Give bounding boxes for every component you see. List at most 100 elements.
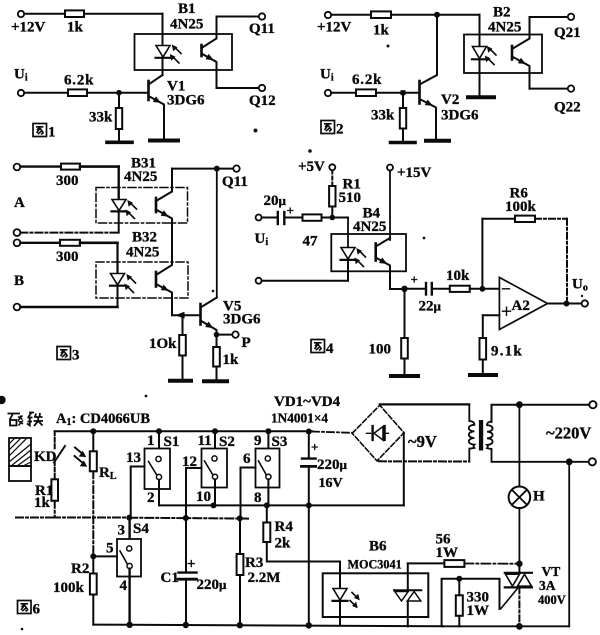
svg-text:V5: V5 [223,299,241,315]
svg-text:3DG6: 3DG6 [223,312,261,328]
svg-text:220μ: 220μ [197,577,228,593]
svg-text:A1: CD4066UB: A1: CD4066UB [56,411,150,428]
svg-text:B4: B4 [363,206,381,222]
svg-text:S3: S3 [272,434,288,450]
svg-text:VT: VT [542,564,561,579]
svg-text:2k: 2k [275,536,292,552]
svg-text:9.1k: 9.1k [491,344,523,360]
svg-text:5: 5 [106,541,114,557]
svg-text:10k: 10k [446,268,470,284]
svg-text:B2: B2 [493,5,511,21]
svg-text:22μ: 22μ [419,299,442,315]
svg-text:4N25: 4N25 [170,17,203,33]
svg-text:S1: S1 [164,434,180,450]
svg-text:3: 3 [118,523,126,539]
svg-text:8: 8 [254,490,262,506]
svg-text:1N4001×4: 1N4001×4 [271,411,328,426]
svg-text:R1: R1 [35,483,53,499]
svg-text:+: + [411,272,418,287]
svg-text:3DG6: 3DG6 [441,108,479,124]
svg-text:R3: R3 [245,555,263,571]
svg-text:+15V: +15V [397,165,432,181]
svg-text:13: 13 [126,450,141,466]
svg-text:2: 2 [147,490,155,506]
svg-text:56: 56 [436,532,452,548]
svg-text:R6: R6 [510,186,529,202]
svg-text:V2: V2 [441,92,459,108]
svg-text:B6: B6 [369,539,387,555]
svg-text:V1: V1 [167,79,185,95]
svg-text:MOC3041: MOC3041 [348,558,402,572]
svg-text:2: 2 [336,122,344,138]
svg-text:Ui: Ui [255,231,269,248]
svg-text:Q22: Q22 [554,100,581,116]
svg-text:S2: S2 [219,434,235,450]
svg-text:A2: A2 [512,298,530,314]
svg-text:6: 6 [33,602,41,618]
svg-text:4N25: 4N25 [126,245,159,261]
svg-text:400V: 400V [538,593,566,607]
svg-text:1k: 1k [223,352,240,368]
svg-text:1k: 1k [34,495,51,511]
svg-text:P: P [242,335,251,351]
svg-text:9: 9 [254,433,262,449]
svg-text:Q12: Q12 [249,93,276,109]
svg-text:+12V: +12V [317,20,352,36]
svg-text:11: 11 [198,433,212,449]
svg-text:3A: 3A [539,578,556,593]
svg-text:1k: 1k [67,20,84,36]
svg-text:+: + [287,203,294,218]
svg-text:6.2k: 6.2k [64,73,94,89]
svg-text:4N25: 4N25 [353,219,386,235]
svg-text:10: 10 [196,489,211,505]
svg-text:+5V: +5V [298,159,325,175]
svg-text:47: 47 [303,234,319,250]
svg-text:A: A [14,195,25,211]
svg-text:1W: 1W [467,603,490,619]
svg-text:B: B [14,273,24,289]
svg-text:100: 100 [369,342,392,358]
svg-text:B1: B1 [178,1,196,17]
svg-text:+: + [311,440,318,455]
svg-text:VD1~VD4: VD1~VD4 [274,394,341,410]
svg-text:1: 1 [48,125,56,141]
svg-text:4N25: 4N25 [488,20,521,36]
svg-text:~9V: ~9V [408,432,437,451]
svg-text:300: 300 [56,173,79,189]
svg-text:~220V: ~220V [546,424,591,443]
svg-text:20μ: 20μ [264,193,287,209]
svg-text:Ui: Ui [14,67,28,84]
svg-text:S4: S4 [133,521,149,537]
svg-text:3DG6: 3DG6 [167,93,205,109]
svg-text:6: 6 [243,451,251,467]
svg-text:Q11: Q11 [249,21,275,37]
svg-text:220μ: 220μ [317,457,348,473]
svg-text:4: 4 [326,341,334,357]
svg-text:R1: R1 [343,177,361,193]
svg-text:510: 510 [339,190,362,206]
svg-text:330: 330 [467,590,490,606]
svg-text:100k: 100k [505,199,537,215]
svg-text:16V: 16V [319,476,343,491]
svg-text:300: 300 [56,249,79,265]
svg-text:Q21: Q21 [554,25,581,41]
svg-text:B32: B32 [132,230,157,246]
svg-text:100k: 100k [53,580,85,596]
svg-text:Q11: Q11 [222,174,248,190]
svg-text:1W: 1W [436,545,459,561]
svg-text:12: 12 [182,454,197,470]
svg-text:6.2k: 6.2k [352,72,382,88]
svg-text:B31: B31 [131,156,156,172]
svg-text:3: 3 [72,348,80,364]
svg-text:+12V: +12V [11,20,46,36]
svg-text:R2: R2 [71,561,89,577]
svg-text:Ui: Ui [320,67,334,84]
svg-text:4N25: 4N25 [124,169,157,185]
svg-text:33k: 33k [89,110,113,126]
svg-text:1: 1 [147,433,155,449]
svg-text:4: 4 [120,578,128,594]
svg-text:H: H [533,489,545,505]
svg-text:C1: C1 [161,570,179,586]
svg-text:33k: 33k [371,108,395,124]
svg-text:1Ok: 1Ok [149,336,177,352]
